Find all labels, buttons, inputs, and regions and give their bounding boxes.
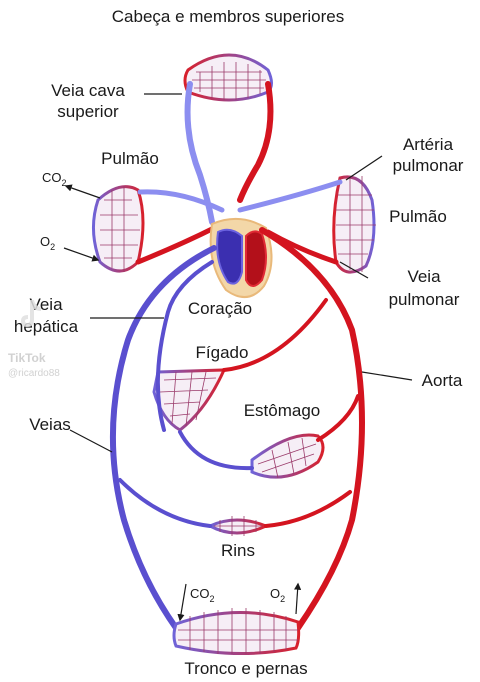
label-pulm-artery-2: pulmonar — [393, 156, 464, 175]
label-vena-cava-2: superior — [57, 102, 119, 121]
kidney-vein-vessel — [118, 478, 212, 528]
liver-capillaries — [152, 368, 227, 432]
label-o2-bottom: O2 — [270, 586, 285, 604]
pulm-artery-right-vessel — [237, 179, 343, 213]
label-pulm-vein-2: pulmonar — [389, 290, 460, 309]
co2-left-arrow — [64, 184, 101, 199]
label-head-limbs: Cabeça e membros superiores — [112, 7, 344, 26]
right-lung-capillaries — [332, 175, 376, 274]
head-artery-vessel — [237, 81, 274, 203]
leader-veins — [69, 429, 113, 453]
label-o2-left: O2 — [40, 234, 55, 252]
leader-aorta — [361, 371, 413, 381]
main-vein-vessel — [109, 245, 217, 631]
superior-vena-cava-vessel — [184, 81, 215, 225]
leader-pulm-artery — [345, 155, 383, 181]
label-pulm-vein-1: Veia — [407, 267, 441, 286]
stomach-artery-vessel — [316, 394, 360, 442]
label-aorta: Aorta — [422, 371, 463, 390]
trunk-legs-capillaries — [172, 608, 301, 655]
tiktok-logo-icon — [21, 300, 41, 327]
tiktok-handle-text: @ricardo88 — [8, 368, 60, 379]
label-trunk-legs: Tronco e pernas — [184, 659, 307, 678]
pulm-artery-left-vessel — [137, 189, 225, 213]
label-veins: Veias — [29, 415, 71, 434]
label-heart: Coração — [188, 299, 252, 318]
hepatic-vein-vessel — [155, 260, 214, 432]
kidneys-capillaries — [206, 516, 270, 536]
tiktok-brand-text: TikTok — [8, 351, 46, 365]
liver-artery-vessel — [222, 298, 328, 372]
stomach-vein-vessel — [178, 430, 254, 471]
label-lung-right: Pulmão — [389, 207, 447, 226]
label-pulm-artery-1: Artéria — [403, 135, 454, 154]
label-vena-cava-1: Veia cava — [51, 81, 125, 100]
heart — [209, 217, 273, 298]
label-lung-left: Pulmão — [101, 149, 159, 168]
label-co2-bottom: CO2 — [190, 586, 215, 604]
left-lung-capillaries — [91, 185, 145, 273]
label-stomach: Estômago — [244, 401, 321, 420]
tiktok-watermark: TikTok @ricardo88 — [8, 300, 60, 379]
head-limbs-capillaries — [183, 53, 273, 102]
label-kidneys: Rins — [221, 541, 255, 560]
o2-left-arrow — [63, 247, 100, 262]
pulm-vein-left-vessel — [135, 225, 217, 265]
kidney-artery-vessel — [264, 490, 352, 528]
aorta-vessel — [259, 227, 365, 631]
label-co2-left: CO2 — [42, 170, 67, 188]
label-liver: Fígado — [196, 343, 249, 362]
co2-bottom-arrow — [177, 583, 187, 622]
stomach-capillaries — [250, 433, 325, 479]
o2-bottom-arrow — [294, 582, 302, 615]
leader-pulm-vein — [339, 261, 369, 279]
